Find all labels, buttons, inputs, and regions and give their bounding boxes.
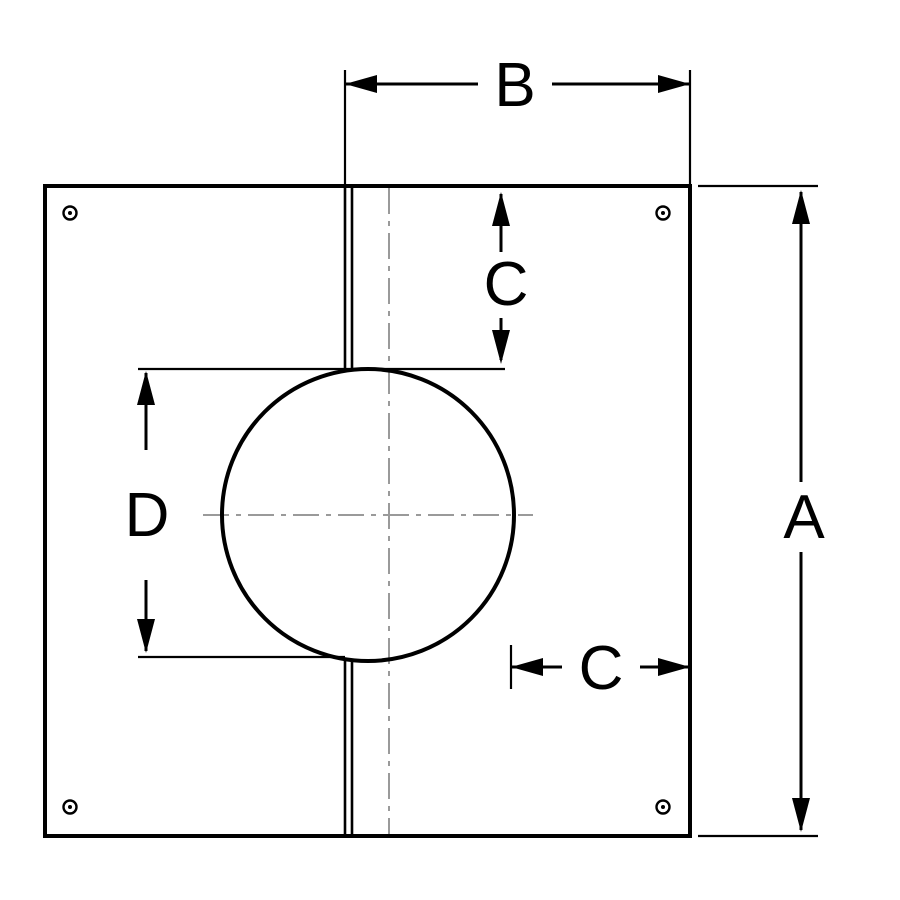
mounting-hole-top-left bbox=[62, 205, 78, 221]
dimension-b-label: B bbox=[494, 51, 535, 120]
hole-center-dot bbox=[68, 211, 72, 215]
split-seam bbox=[343, 188, 354, 834]
dimension-b: B bbox=[343, 51, 692, 184]
arrowhead-left bbox=[511, 658, 543, 676]
arrowhead-up bbox=[492, 192, 510, 226]
arrowhead-right bbox=[658, 658, 690, 676]
dimension-c-side: C bbox=[509, 634, 690, 703]
arrowhead-up bbox=[792, 190, 810, 224]
arrowhead-left bbox=[345, 75, 377, 93]
dimension-c-top-label: C bbox=[484, 250, 529, 319]
dimension-c-top: C bbox=[138, 192, 529, 371]
plate-outline bbox=[43, 184, 692, 838]
dimension-a-label: A bbox=[783, 483, 825, 552]
hole-center-dot bbox=[68, 805, 72, 809]
arrowhead-up bbox=[137, 371, 155, 405]
hole-ring bbox=[655, 799, 671, 815]
dimension-a: A bbox=[698, 184, 825, 838]
arrowhead-down bbox=[492, 330, 510, 364]
mounting-holes bbox=[62, 205, 671, 815]
dimension-d: D bbox=[125, 371, 345, 659]
hole-center-dot bbox=[661, 805, 665, 809]
hole-ring bbox=[62, 205, 78, 221]
dimension-c-side-label: C bbox=[579, 634, 624, 703]
arrowhead-down bbox=[792, 798, 810, 832]
mounting-hole-bottom-right bbox=[655, 799, 671, 815]
hole-ring bbox=[655, 205, 671, 221]
hole-ring bbox=[62, 799, 78, 815]
mounting-hole-top-right bbox=[655, 205, 671, 221]
hole-center-dot bbox=[661, 211, 665, 215]
arrowhead-down bbox=[137, 619, 155, 653]
dimension-d-label: D bbox=[125, 481, 170, 550]
arrowhead-right bbox=[658, 75, 690, 93]
mounting-hole-bottom-left bbox=[62, 799, 78, 815]
